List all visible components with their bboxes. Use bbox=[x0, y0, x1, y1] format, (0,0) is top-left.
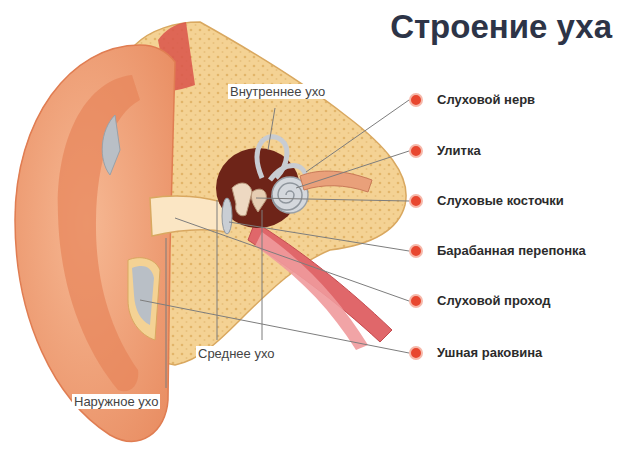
cartilage-yellow bbox=[128, 258, 160, 340]
cartilage bbox=[132, 266, 154, 325]
temporal-bone bbox=[135, 22, 406, 365]
helix-fold bbox=[58, 75, 140, 391]
vessel bbox=[255, 232, 368, 350]
part-label: Слуховой проход bbox=[437, 293, 550, 308]
cartilage bbox=[102, 115, 120, 175]
part-label: Улитка bbox=[437, 143, 481, 158]
diagram-title: Строение уха bbox=[390, 8, 612, 46]
eardrum bbox=[222, 198, 232, 234]
region-label: Внутреннее ухо bbox=[228, 84, 327, 99]
part-label: Слуховые косточки bbox=[437, 193, 564, 208]
ossicles bbox=[232, 183, 252, 216]
leader-lines bbox=[140, 100, 409, 388]
bullet-dots bbox=[410, 94, 422, 359]
part-label: Слуховой нерв bbox=[437, 92, 535, 107]
part-label: Ушная раковина bbox=[437, 345, 542, 360]
auditory-nerve bbox=[300, 171, 372, 192]
ossicles bbox=[251, 189, 266, 212]
ear-canal bbox=[150, 196, 228, 236]
auricle bbox=[15, 45, 175, 441]
region-label: Наружное ухо bbox=[72, 394, 160, 409]
region-label: Среднее ухо bbox=[196, 346, 276, 361]
part-label: Барабанная перепонка bbox=[437, 243, 586, 258]
